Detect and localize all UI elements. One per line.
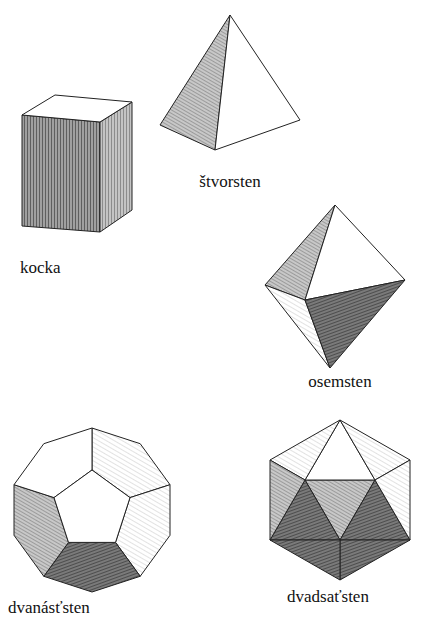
tetrahedron [160,15,300,150]
solid-name: dvanásťsten [8,598,90,618]
solid-name: dvadsaťsten [287,587,369,607]
solid-name: osemsten [308,372,371,392]
icosahedron [270,420,410,580]
cube [22,95,132,232]
solid-name: kocka [20,258,61,278]
octahedron [265,205,405,368]
solid-name: štvorsten [199,172,260,192]
dodecahedron [14,428,170,592]
